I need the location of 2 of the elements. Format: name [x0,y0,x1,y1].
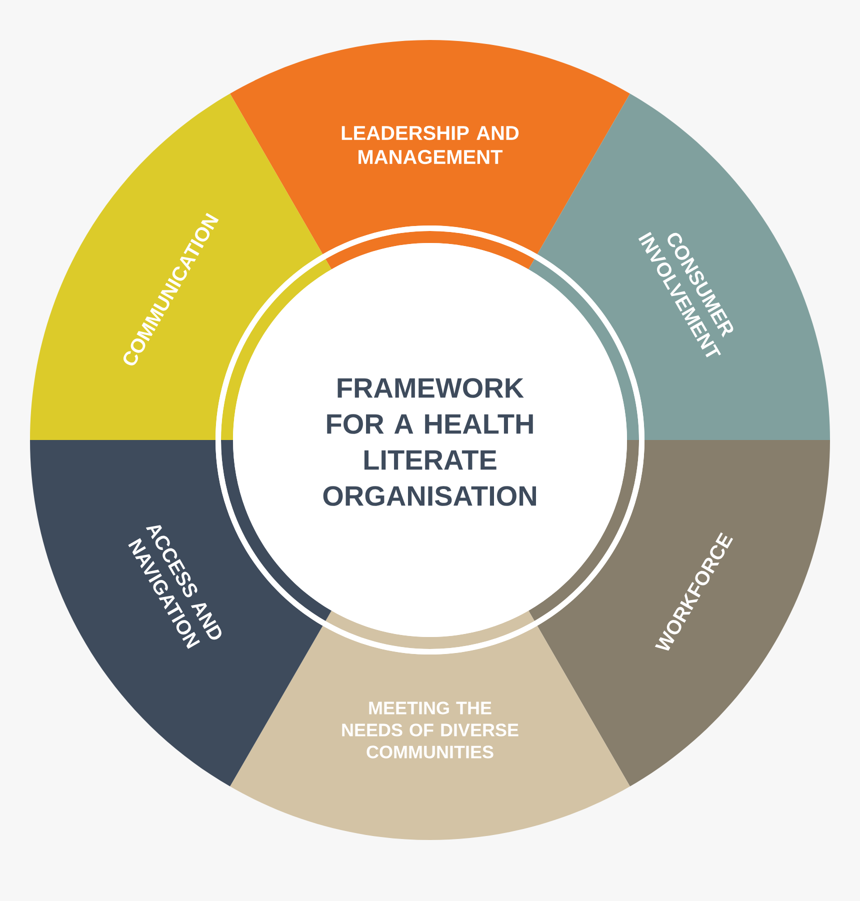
wedge-segment: MEETING THE NEEDS OF DIVERSE COMMUNITIES [230,610,630,840]
wedge-segment: LEADERSHIP AND MANAGEMENT [230,40,630,270]
